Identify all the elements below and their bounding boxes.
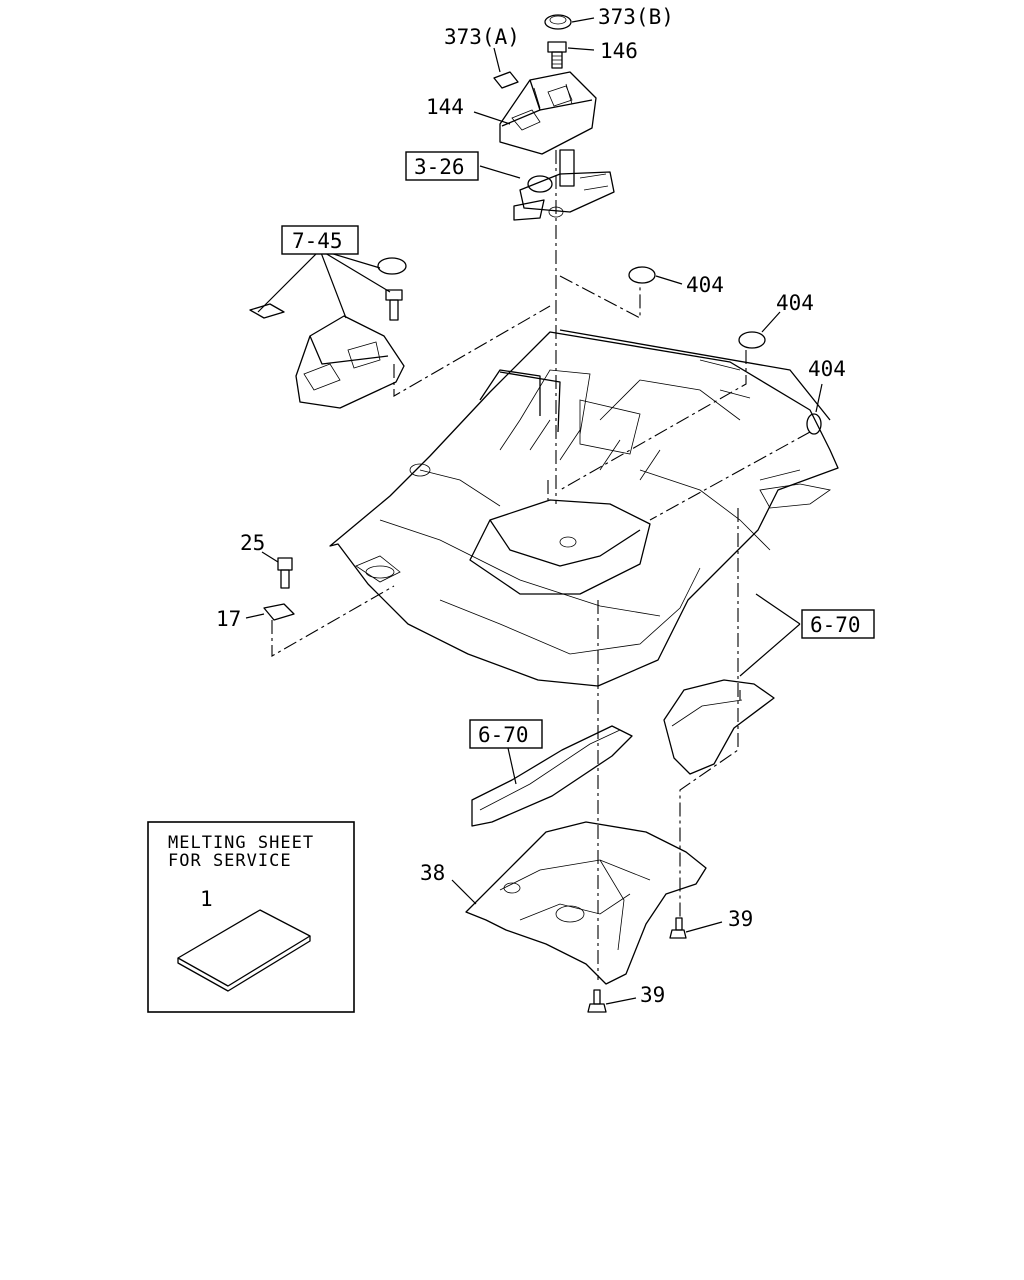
side-rail-left bbox=[471, 725, 633, 827]
label-404-a: 404 bbox=[686, 273, 724, 297]
cap-373b bbox=[544, 14, 572, 30]
bracket-17 bbox=[263, 603, 295, 621]
label-404-b: 404 bbox=[776, 291, 814, 315]
cover-144 bbox=[499, 71, 597, 155]
label-373a: 373(A) bbox=[444, 25, 520, 49]
ref-box-6-70-right bbox=[801, 609, 875, 639]
label-ref-7-45: 7-45 bbox=[292, 229, 343, 253]
label-ref-6-70-left: 6-70 bbox=[478, 723, 529, 747]
note-line-1: MELTING SHEET bbox=[168, 833, 314, 853]
console-cover-7-45 bbox=[249, 257, 407, 409]
ref-box-3-26 bbox=[405, 151, 479, 181]
label-1: 1 bbox=[200, 887, 213, 911]
plug-404-a bbox=[628, 266, 656, 284]
bolt-146 bbox=[547, 41, 567, 69]
label-39-right: 39 bbox=[728, 907, 753, 931]
label-373b: 373(B) bbox=[598, 5, 674, 29]
label-146: 146 bbox=[600, 39, 638, 63]
label-38: 38 bbox=[420, 861, 445, 885]
clip-39-right bbox=[669, 917, 687, 939]
ref-box-7-45 bbox=[281, 225, 359, 255]
label-144: 144 bbox=[426, 95, 464, 119]
label-404-c: 404 bbox=[808, 357, 846, 381]
side-rail-right bbox=[663, 679, 775, 775]
cross-member-38 bbox=[465, 821, 707, 985]
ref-box-6-70-left bbox=[469, 719, 543, 749]
plug-373a bbox=[493, 71, 519, 89]
clip-39-bottom bbox=[587, 989, 607, 1013]
plug-404-c bbox=[806, 413, 822, 435]
connection-lines bbox=[271, 150, 811, 980]
label-17: 17 bbox=[216, 607, 241, 631]
leader-lines bbox=[211, 17, 823, 1005]
note-line-2: FOR SERVICE bbox=[168, 851, 292, 871]
floor-panel bbox=[329, 329, 839, 687]
label-ref-3-26: 3-26 bbox=[414, 155, 465, 179]
melting-sheet-box: MELTING SHEET FOR SERVICE 1 bbox=[147, 821, 355, 1013]
plug-404-b bbox=[738, 331, 766, 349]
label-39-bottom: 39 bbox=[640, 983, 665, 1007]
shift-linkage bbox=[513, 149, 615, 221]
bolt-25 bbox=[277, 557, 293, 589]
label-ref-6-70-right: 6-70 bbox=[810, 613, 861, 637]
label-25: 25 bbox=[240, 531, 265, 555]
